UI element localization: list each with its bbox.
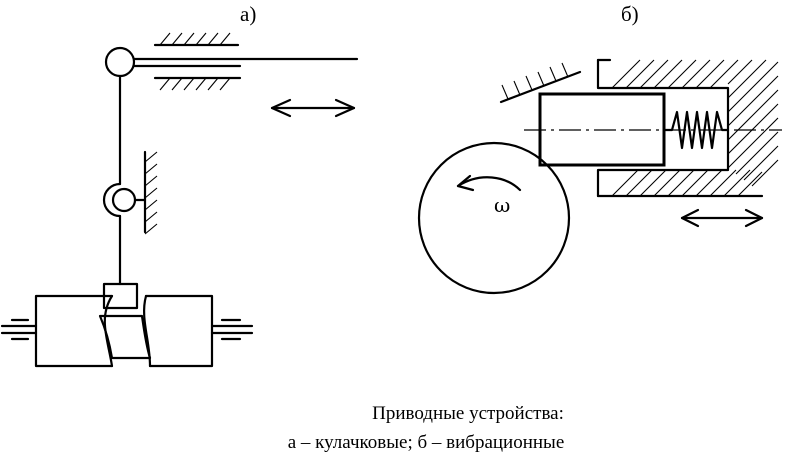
lever-pivot-bearing	[102, 150, 158, 235]
cylindrical-cam	[34, 294, 214, 368]
slider-guide	[153, 32, 242, 91]
spring	[662, 110, 730, 150]
panel-b-label: б)	[621, 2, 639, 26]
angled-stop-hatching	[501, 62, 569, 100]
angled-stop	[499, 62, 582, 104]
top-pivot-joint	[104, 46, 136, 78]
angular-velocity-symbol: ω	[494, 193, 510, 217]
bearing-wall-hatching	[144, 151, 158, 235]
rotation-arrow	[456, 174, 522, 192]
rotating-disk	[417, 141, 571, 295]
housing-hatching	[611, 59, 779, 197]
cam-shaft	[0, 318, 254, 341]
slider-rod	[132, 57, 359, 68]
vibration-drive-mechanism: ω	[417, 58, 782, 295]
guide-top-hatching	[159, 32, 231, 46]
panel-a-label: а)	[240, 2, 256, 26]
vibrator-housing	[596, 58, 779, 198]
caption-title: Приводные устройства:	[372, 403, 564, 424]
cam-drive-mechanism	[0, 32, 359, 368]
reciprocating-arrow-a	[270, 98, 356, 118]
guide-bottom-hatching	[159, 77, 231, 91]
reciprocating-arrow-b	[680, 208, 764, 228]
caption-legend: а – кулачковые; б – вибрационные	[287, 432, 565, 453]
